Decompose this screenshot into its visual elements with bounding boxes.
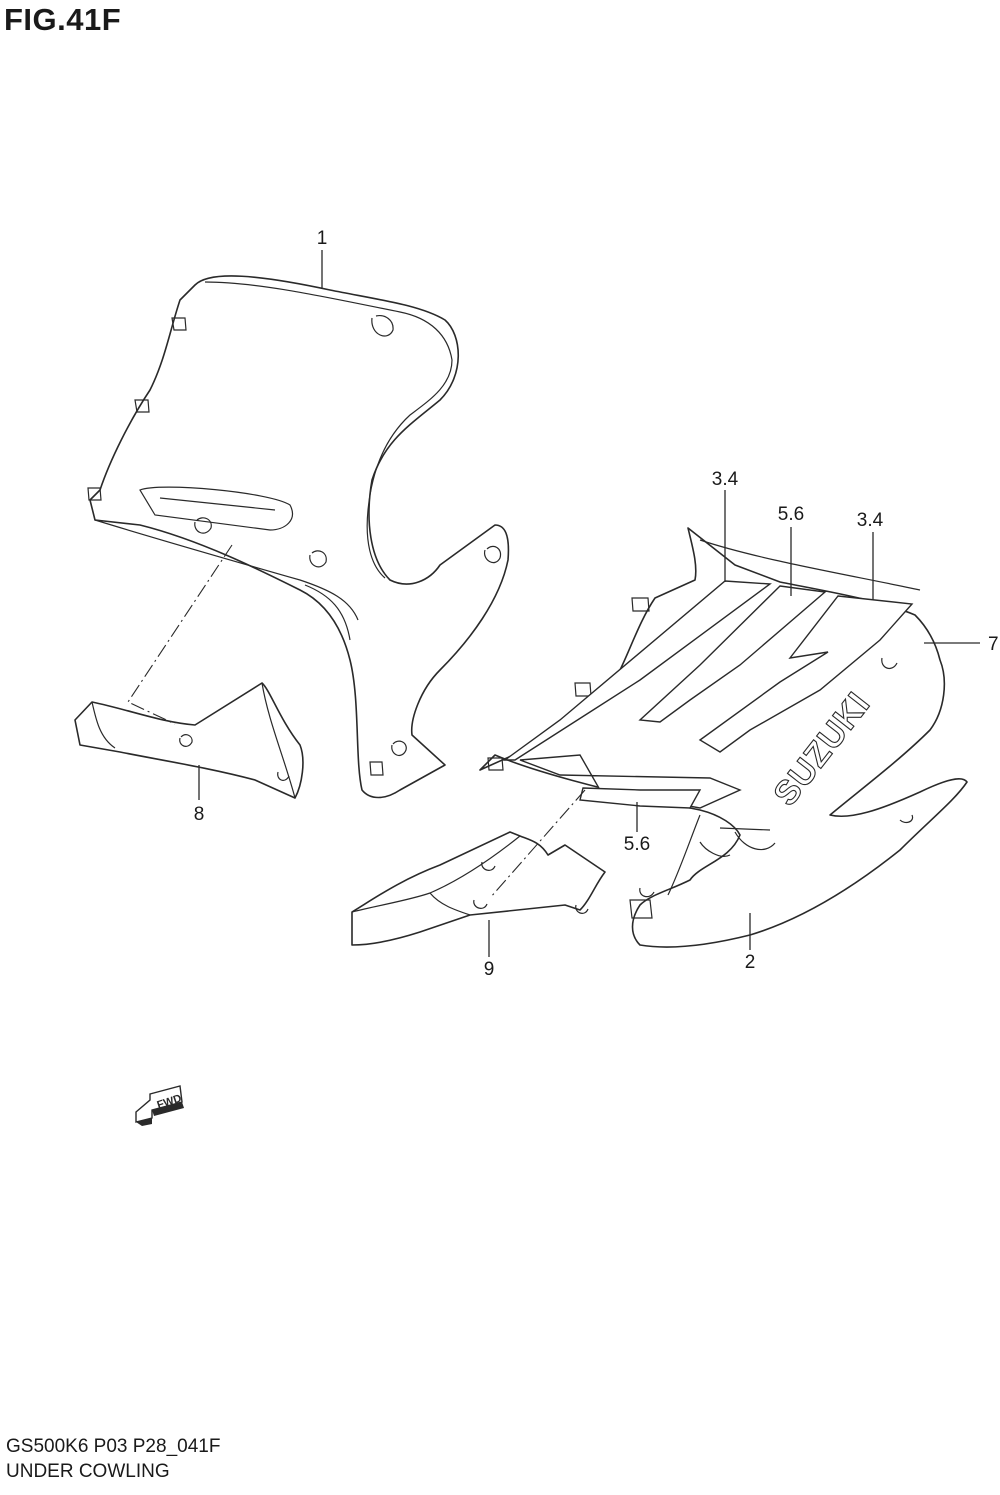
part-9-bracket[interactable] — [351, 831, 606, 946]
assembly-line-1-to-8 — [127, 544, 233, 725]
decal-stripe-3-4-upper — [502, 580, 772, 761]
decal-stripe-3-4-right — [698, 595, 914, 753]
part-1-inner-panel[interactable] — [87, 275, 510, 799]
callout-5-6-lower: 5.6 — [624, 834, 650, 855]
figure-title: FIG.41F — [4, 2, 122, 37]
decal-stripe-5-6 — [638, 585, 827, 723]
part-8-bracket[interactable] — [74, 682, 304, 799]
callout-5-6-upper: 5.6 — [778, 504, 804, 525]
callout-9: 9 — [484, 959, 495, 980]
callout-3-4-right: 3.4 — [857, 510, 884, 531]
callout-1: 1 — [317, 228, 328, 249]
decal-stripes — [502, 580, 914, 809]
footer-diagram-name: UNDER COWLING — [6, 1461, 170, 1482]
forward-arrow-icon: FWD — [135, 1085, 184, 1126]
callout-3-4-left: 3.4 — [712, 469, 739, 490]
footer-diagram-code: GS500K6 P03 P28_041F — [6, 1436, 221, 1457]
callout-7: 7 — [988, 634, 999, 655]
callout-8: 8 — [194, 804, 205, 825]
decal-window — [579, 787, 702, 809]
leader-lines — [198, 250, 980, 957]
callout-2: 2 — [745, 952, 756, 973]
